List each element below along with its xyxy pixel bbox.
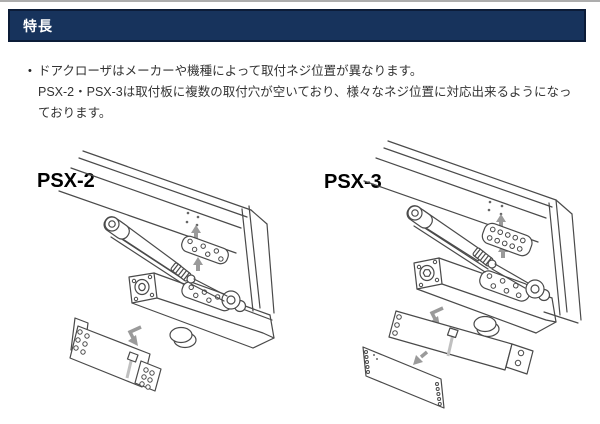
door-closer-arm [103,216,228,302]
door-frame [363,140,582,324]
intro-text-block: • ドアクローザはメーカーや機種によって取付ネジ位置が異なります。 PSX-2・… [28,61,580,124]
bracket-plate [388,310,534,375]
psx2-diagram-label: PSX-2 [37,170,95,192]
slotted-mounting-plate [181,235,229,265]
door-closer-body [128,272,275,349]
move-arrow-icon [127,325,142,346]
cylinder-boss [473,315,500,338]
up-arrow-icon [191,225,203,271]
slotted-mounting-plate [481,222,533,257]
adjusting-screw [170,262,196,284]
bullet-spacer [28,82,38,124]
down-arrow-icon [413,350,429,365]
psx3-diagram [362,140,582,409]
end-plate [128,272,158,304]
intro-line-1: ドアクローザはメーカーや機種によって取付ネジ位置が異なります。 [38,64,423,78]
door-closer-arm [406,205,529,289]
psx2-diagram [58,150,275,392]
end-plate [413,257,443,290]
page-title: 特長 [23,17,53,34]
door-frame [58,150,275,321]
intro-line-2: PSX-2・PSX-3は取付板に複数の取付穴が空いており、様々なネジ位置に対応出… [38,85,572,120]
base-plate [362,346,445,409]
bracket-plate [69,317,162,392]
section-header: 特長 [8,9,586,42]
bullet-icon: • [28,65,32,77]
cylinder-boss [169,326,197,349]
arm-shoe-plate [479,270,551,302]
arm-shoe-plate [181,281,247,313]
screw-position-dots [185,211,200,227]
adjusting-screw [472,247,497,269]
screw-position-dots [487,200,504,216]
top-divider [0,0,600,2]
psx3-diagram-label: PSX-3 [324,171,382,193]
